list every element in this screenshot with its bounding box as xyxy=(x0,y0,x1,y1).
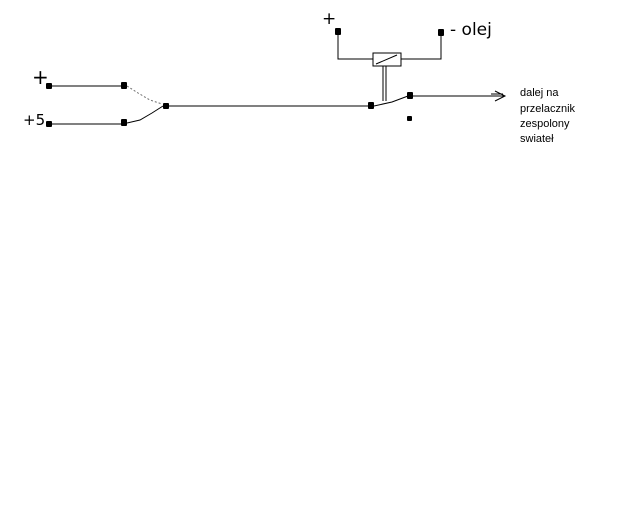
terminal-relay-plus xyxy=(335,28,341,35)
plus-15-label: +5 xyxy=(23,111,45,129)
relay-coil xyxy=(372,52,402,67)
relay-plus-wire xyxy=(337,35,373,60)
terminal-relay-minus xyxy=(438,29,444,36)
note-line-4: swiateł xyxy=(520,133,554,145)
terminal-switch-common xyxy=(163,103,169,109)
lower-input-wire xyxy=(46,119,127,127)
destination-note: dalej na przelacznik zespolony swiateł xyxy=(520,87,576,145)
upper-input-wire xyxy=(46,82,127,89)
note-line-3: zespolony xyxy=(520,118,570,130)
terminal-upper-left xyxy=(46,83,52,89)
note-line-2: przelacznik xyxy=(520,103,576,115)
plus-label-top: + xyxy=(322,9,336,29)
relay-contact xyxy=(368,92,413,121)
relay-minus-wire xyxy=(401,36,442,60)
oil-pressure-label: - olej xyxy=(450,20,492,40)
terminal-contact-nc xyxy=(407,116,412,121)
selector-switch xyxy=(126,85,169,124)
output-arrow xyxy=(413,90,507,102)
terminal-lower-switch xyxy=(121,119,127,126)
note-line-1: dalej na xyxy=(520,87,559,99)
terminal-contact-out xyxy=(407,92,413,99)
plus-label-left: + xyxy=(32,65,49,89)
relay-linkage xyxy=(382,66,387,101)
terminal-lower-left xyxy=(46,121,52,127)
terminal-upper-switch xyxy=(121,82,127,89)
terminal-contact-in xyxy=(368,102,374,109)
